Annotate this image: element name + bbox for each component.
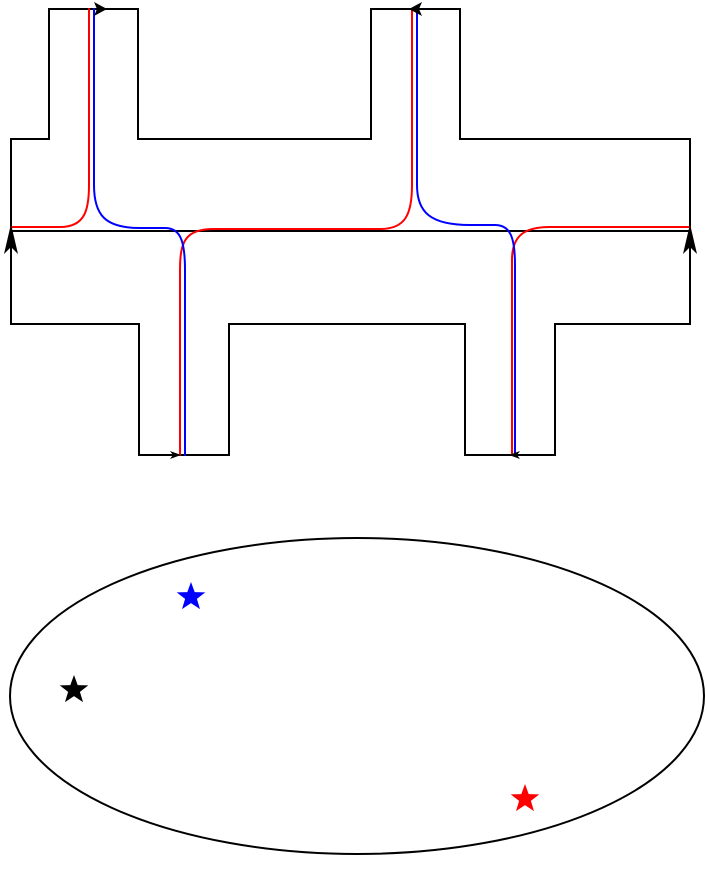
blue-path <box>93 8 516 456</box>
red-path <box>10 8 691 456</box>
arrow-up-left-icon <box>4 224 18 254</box>
blue-star-icon <box>176 582 206 610</box>
ribbon-surface <box>4 2 697 459</box>
ellipse-outline <box>9 537 705 855</box>
arrow-right-top-left-icon <box>94 2 107 16</box>
ellipse-figure <box>9 537 705 855</box>
arrow-up-right-icon <box>683 224 697 254</box>
black-star-icon <box>59 675 89 703</box>
arrow-right-bottom-left-icon <box>170 451 181 459</box>
red-star-icon <box>510 784 540 812</box>
arrow-left-bottom-right-icon <box>509 451 520 459</box>
arrow-left-top-right-icon <box>409 2 422 16</box>
